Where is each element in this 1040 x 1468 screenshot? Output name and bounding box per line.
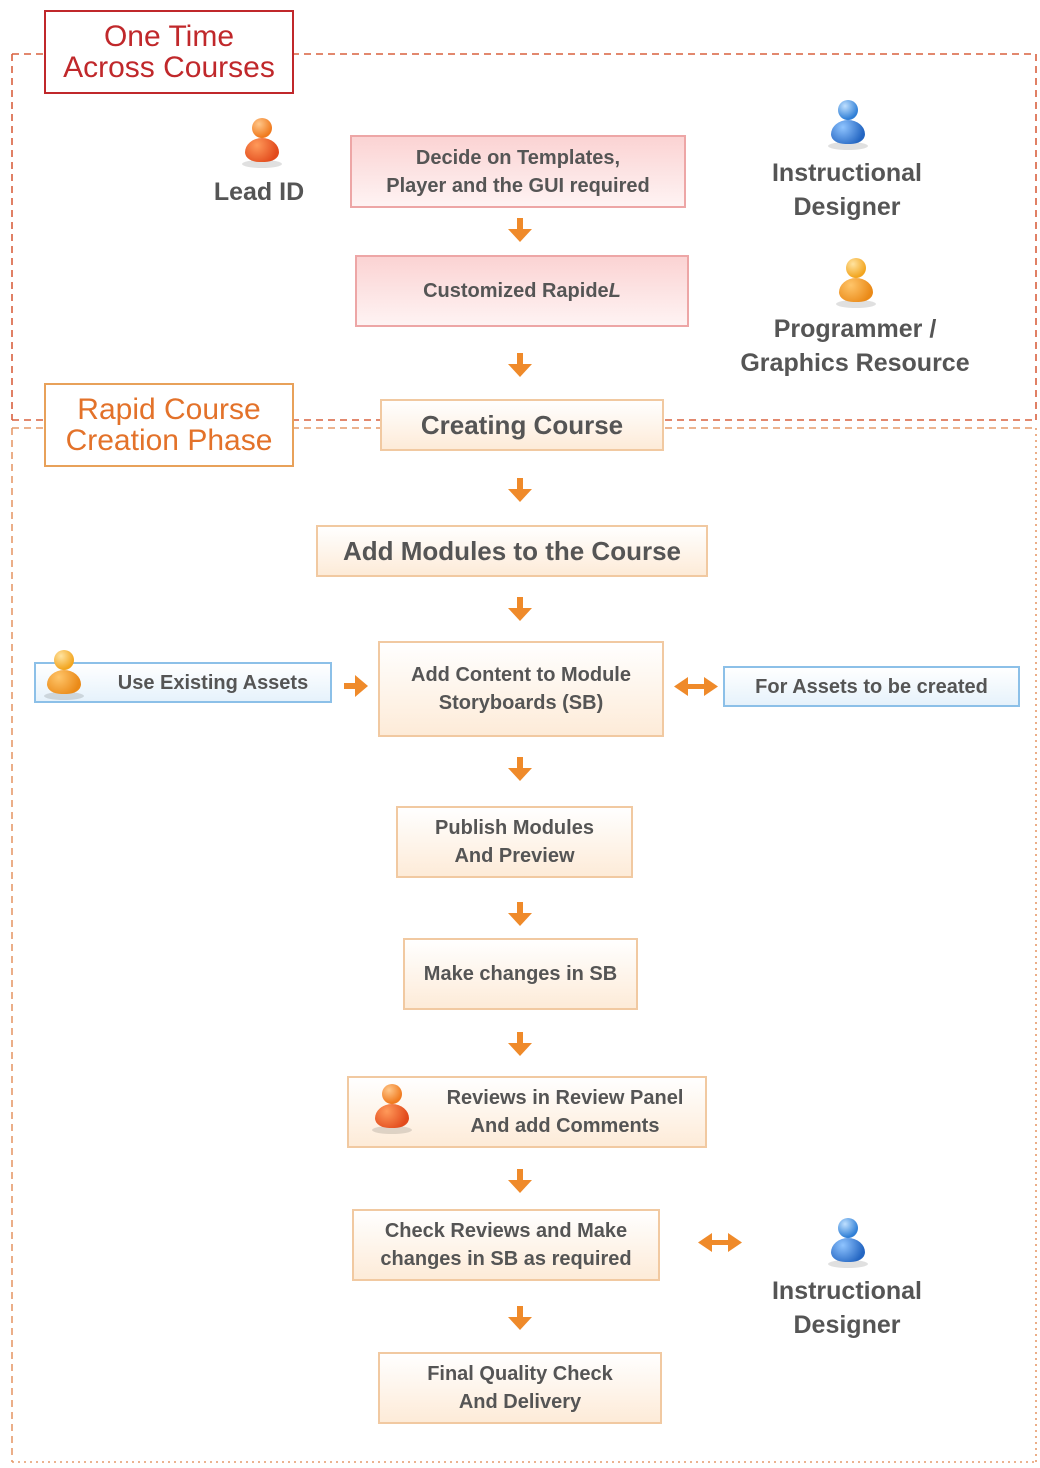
arrow-content-to-publish	[508, 757, 532, 781]
step-make-changes: Make changes in SB	[403, 938, 638, 1010]
step-decide-templates-line-1: Decide on Templates,	[415, 146, 621, 169]
step-final-check-line-1: Final Quality Check	[427, 1363, 613, 1385]
arrow-customized-to-creating	[508, 353, 532, 377]
arrow-creating-to-modules	[508, 478, 532, 502]
instructional-designer-bottom-line-1: Instructional	[771, 1277, 922, 1305]
programmer-line-1: Programmer /	[773, 315, 937, 343]
step-customized-rapidel-prefix: Customized Rapide	[423, 280, 609, 302]
instructional-designer-top-person-icon	[826, 98, 870, 150]
lead-id-label: Lead ID	[213, 178, 305, 206]
reviewer-person-icon	[370, 1082, 414, 1134]
step-publish-modules: Publish Modules And Preview	[396, 806, 633, 878]
step-reviews-line-1: Reviews in Review Panel	[446, 1087, 684, 1109]
instructional-designer-top-label: Instructional Designer	[740, 156, 954, 224]
one-time-phase-label: One Time Across Courses	[44, 10, 294, 94]
programmer-person-icon	[834, 256, 878, 308]
use-existing-assets-person-icon	[42, 648, 86, 700]
step-creating-course: Creating Course	[380, 399, 664, 451]
double-arrow-check-designer	[698, 1233, 742, 1252]
instructional-designer-top-line-2: Designer	[793, 193, 901, 221]
step-add-modules: Add Modules to the Course	[316, 525, 708, 577]
step-decide-templates: Decide on Templates, Player and the GUI …	[350, 135, 686, 208]
arrow-modules-to-content	[508, 597, 532, 621]
rapid-phase-line-2: Creation Phase	[65, 424, 273, 457]
programmer-line-2: Graphics Resource	[740, 349, 970, 377]
step-publish-modules-line-1: Publish Modules	[435, 817, 594, 839]
use-existing-assets-box: Use Existing Assets	[34, 662, 332, 703]
step-add-content-line-1: Add Content to Module	[411, 664, 631, 686]
step-final-check-line-2: And Delivery	[458, 1391, 582, 1413]
one-time-phase-line-2: Across Courses	[63, 51, 275, 84]
step-decide-templates-line-2: Player and the GUI required	[386, 174, 650, 197]
for-assets-created-box: For Assets to be created	[723, 666, 1020, 707]
step-publish-modules-line-2: And Preview	[454, 845, 575, 867]
rapid-phase-label: Rapid Course Creation Phase	[44, 383, 294, 467]
programmer-label: Programmer / Graphics Resource	[718, 312, 992, 380]
instructional-designer-bottom-person-icon	[826, 1216, 870, 1268]
step-add-content-line-2: Storyboards (SB)	[438, 692, 604, 714]
lead-id-person-icon	[240, 116, 284, 168]
rapid-phase-line-1: Rapid Course	[77, 393, 261, 426]
double-arrow-content-assets	[674, 677, 718, 696]
step-check-reviews-line-2: changes in SB as required	[380, 1248, 632, 1270]
step-customized-rapidel-suffix: L	[608, 280, 621, 302]
arrow-changes-to-reviews	[508, 1032, 532, 1056]
step-add-content: Add Content to Module Storyboards (SB)	[378, 641, 664, 737]
arrow-reviews-to-check	[508, 1169, 532, 1193]
arrow-decide-to-customized	[508, 218, 532, 242]
instructional-designer-bottom-label: Instructional Designer	[740, 1274, 954, 1342]
step-check-reviews: Check Reviews and Make changes in SB as …	[352, 1209, 660, 1281]
arrow-existing-to-content	[344, 675, 368, 697]
arrow-publish-to-changes	[508, 902, 532, 926]
instructional-designer-bottom-line-2: Designer	[793, 1311, 901, 1339]
step-check-reviews-line-1: Check Reviews and Make	[384, 1220, 628, 1242]
arrow-check-to-final	[508, 1306, 532, 1330]
instructional-designer-top-line-1: Instructional	[771, 159, 922, 187]
step-final-check: Final Quality Check And Delivery	[378, 1352, 662, 1424]
step-reviews-line-2: And add Comments	[470, 1115, 660, 1137]
one-time-phase-line-1: One Time	[103, 20, 235, 53]
